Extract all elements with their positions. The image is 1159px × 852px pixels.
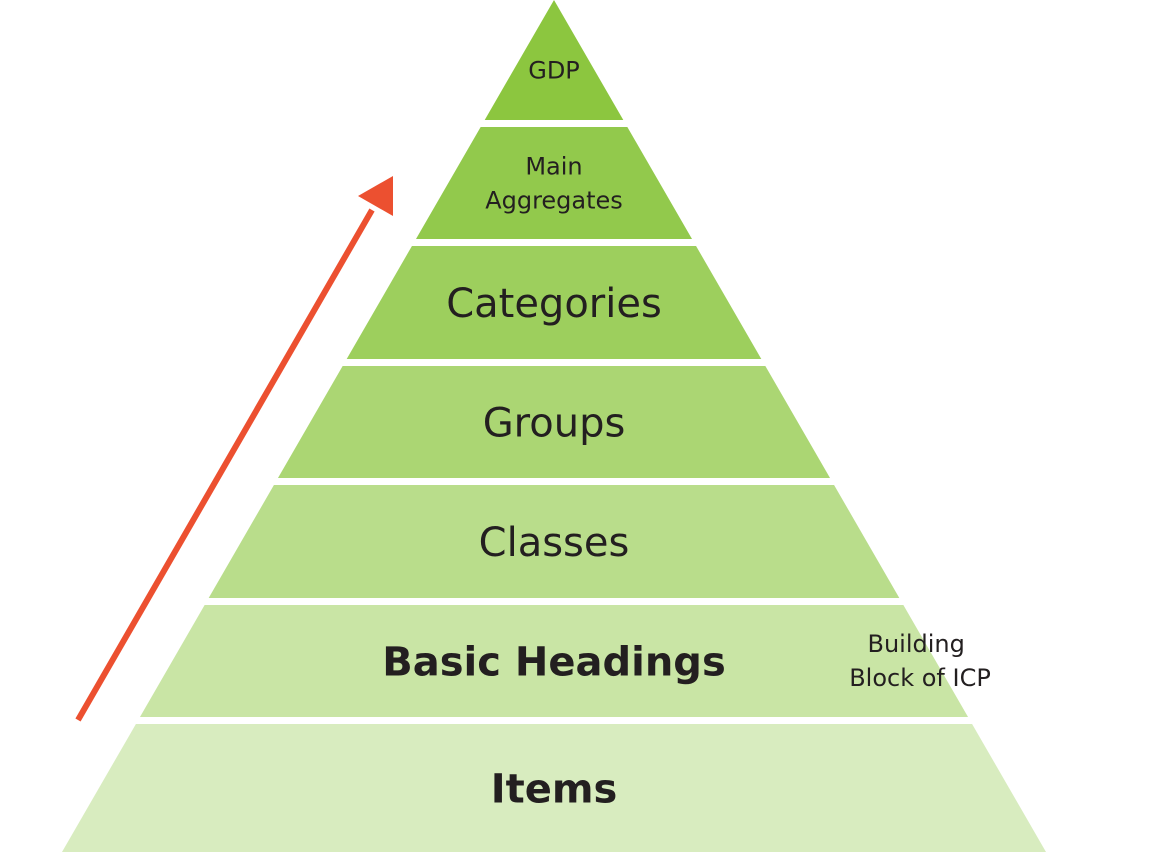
level-items-label: Items: [491, 766, 618, 812]
building-block-line-1: Building: [868, 630, 965, 658]
upward-arrow: [75, 176, 393, 722]
level-basic-headings-line-1: Basic Headings: [382, 639, 726, 685]
level-groups-band: [277, 366, 831, 478]
level-categories-band: [346, 246, 762, 359]
arrow-shaft: [75, 208, 375, 722]
level-categories-line-1: Categories: [446, 281, 662, 327]
level-classes-label: Classes: [479, 520, 630, 566]
level-classes-line-1: Classes: [479, 520, 630, 566]
level-groups-label: Groups: [483, 400, 626, 446]
level-gdp-band: [484, 0, 624, 120]
level-main-aggregates-band: [415, 127, 693, 239]
level-basic-headings-band: [139, 605, 969, 717]
level-categories-label: Categories: [446, 281, 662, 327]
level-basic-headings-label: Basic Headings: [382, 639, 726, 685]
level-main-aggregates-line-2: Aggregates: [485, 187, 623, 215]
level-classes-band: [208, 485, 900, 598]
level-gdp-label: GDP: [528, 57, 580, 85]
building-block-line-2: Block of ICP: [849, 664, 991, 692]
level-items-line-1: Items: [491, 766, 618, 812]
level-items-band: [62, 724, 1046, 852]
building-block-label: Building Block of ICP: [849, 630, 991, 692]
level-groups-line-1: Groups: [483, 400, 626, 446]
level-gdp-line-1: GDP: [528, 57, 580, 85]
level-main-aggregates-line-1: Main: [525, 153, 582, 181]
arrow-head-icon: [358, 176, 393, 216]
